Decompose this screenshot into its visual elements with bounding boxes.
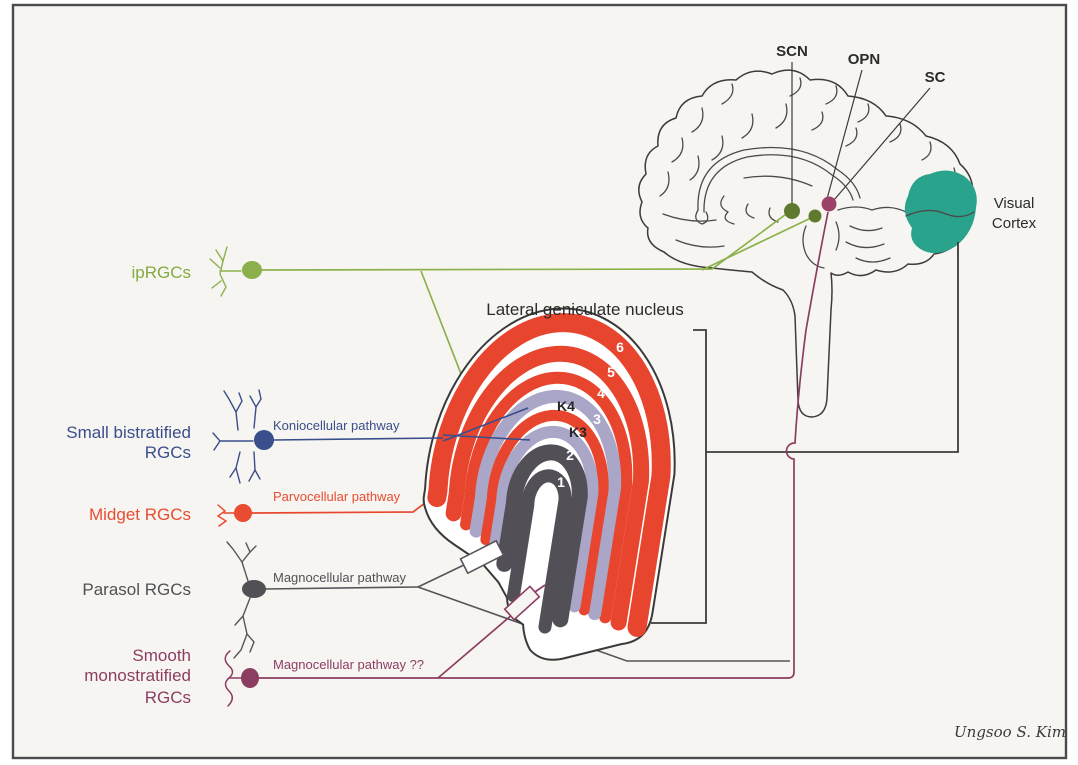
scn-label: SCN bbox=[776, 43, 808, 60]
smooth-label-line3: RGCs bbox=[145, 688, 191, 707]
small-bistratified-label-line2: RGCs bbox=[145, 443, 191, 462]
smooth-monostratified-neuron bbox=[224, 650, 259, 707]
sc-pointer-line bbox=[833, 87, 931, 201]
opn-dot bbox=[821, 196, 837, 212]
smooth-pathway-label: Magnocellular pathway ?? bbox=[273, 657, 424, 672]
lgn-layer-1-band bbox=[506, 469, 572, 634]
lgn-layer-3-band bbox=[480, 409, 609, 616]
lateral-geniculate-nucleus bbox=[422, 307, 676, 661]
opn-pointer-line bbox=[826, 69, 863, 200]
lgn-layer-k3-label: K3 bbox=[569, 424, 587, 440]
koniocellular-pathway-label: Koniocellular pathway bbox=[273, 418, 400, 433]
lgn-layer-2-band bbox=[496, 444, 588, 628]
magnocellular-pathway-lines bbox=[263, 563, 790, 662]
midget-soma bbox=[234, 504, 252, 522]
parvocellular-pathway-label: Parvocellular pathway bbox=[273, 489, 401, 504]
small-bistratified-neuron bbox=[212, 389, 274, 484]
visual-cortex-sulcus bbox=[905, 209, 975, 218]
small-bistratified-soma bbox=[254, 430, 274, 450]
lgn-layer-k3-band bbox=[489, 425, 599, 613]
lgn-layer-6-band bbox=[427, 313, 671, 637]
smooth-monostratified-soma bbox=[241, 668, 259, 688]
parasol-label: Parasol RGCs bbox=[82, 580, 191, 599]
parasol-soma bbox=[242, 580, 266, 598]
brain-outer-outline bbox=[638, 69, 974, 418]
iprgc-soma bbox=[242, 261, 262, 279]
lgn-layer-2-label: 2 bbox=[566, 447, 574, 463]
smooth-rgc-open-terminal-box bbox=[503, 585, 541, 621]
smooth-rgc-pathway-lines bbox=[257, 211, 829, 679]
lgn-to-visual-cortex-line bbox=[706, 242, 959, 453]
magnocellular-open-terminal-box bbox=[459, 539, 505, 575]
lgn-layer-k4-label: K4 bbox=[557, 398, 575, 414]
lgn-layer-6-label: 6 bbox=[616, 339, 624, 355]
lgn-layer-4-band bbox=[460, 371, 633, 624]
lgn-title: Lateral geniculate nucleus bbox=[486, 300, 684, 319]
lgn-layer-5-label: 5 bbox=[607, 364, 615, 380]
lgn-layer-4-label: 4 bbox=[597, 385, 605, 401]
scn-dot-2 bbox=[808, 209, 822, 223]
lgn-layer-1-label: 1 bbox=[557, 474, 565, 490]
iprgc-label: ipRGCs bbox=[131, 263, 191, 282]
visual-cortex-label-line2: Cortex bbox=[992, 215, 1037, 232]
lgn-bracket bbox=[651, 329, 707, 624]
lgn-layer-5-band bbox=[445, 345, 650, 631]
parasol-neuron bbox=[226, 541, 266, 659]
koniocellular-pathway-lines bbox=[272, 407, 531, 442]
cerebellum-folds bbox=[837, 206, 907, 263]
midget-label: Midget RGCs bbox=[89, 505, 191, 524]
small-bistratified-label-line1: Small bistratified bbox=[66, 423, 191, 442]
smooth-label-line2: monostratified bbox=[84, 666, 191, 685]
magnocellular-pathway-label: Magnocellular pathway bbox=[273, 570, 406, 585]
corpus-callosum bbox=[695, 146, 861, 225]
brain-gyri bbox=[659, 77, 956, 248]
author-signature: Ungsoo S. Kim bbox=[954, 723, 1066, 741]
sc-label: SC bbox=[925, 69, 946, 86]
iprgc-neuron bbox=[209, 246, 262, 297]
opn-label: OPN bbox=[848, 51, 881, 68]
midget-neuron bbox=[216, 504, 252, 527]
scn-dot-1 bbox=[784, 203, 800, 219]
smooth-label-line1: Smooth bbox=[132, 646, 191, 665]
visual-cortex-label-line1: Visual bbox=[994, 195, 1035, 212]
lgn-layer-3-label: 3 bbox=[593, 411, 601, 427]
brain-outline-drawing bbox=[638, 69, 977, 418]
lgn-layer-k4-band bbox=[469, 389, 622, 621]
